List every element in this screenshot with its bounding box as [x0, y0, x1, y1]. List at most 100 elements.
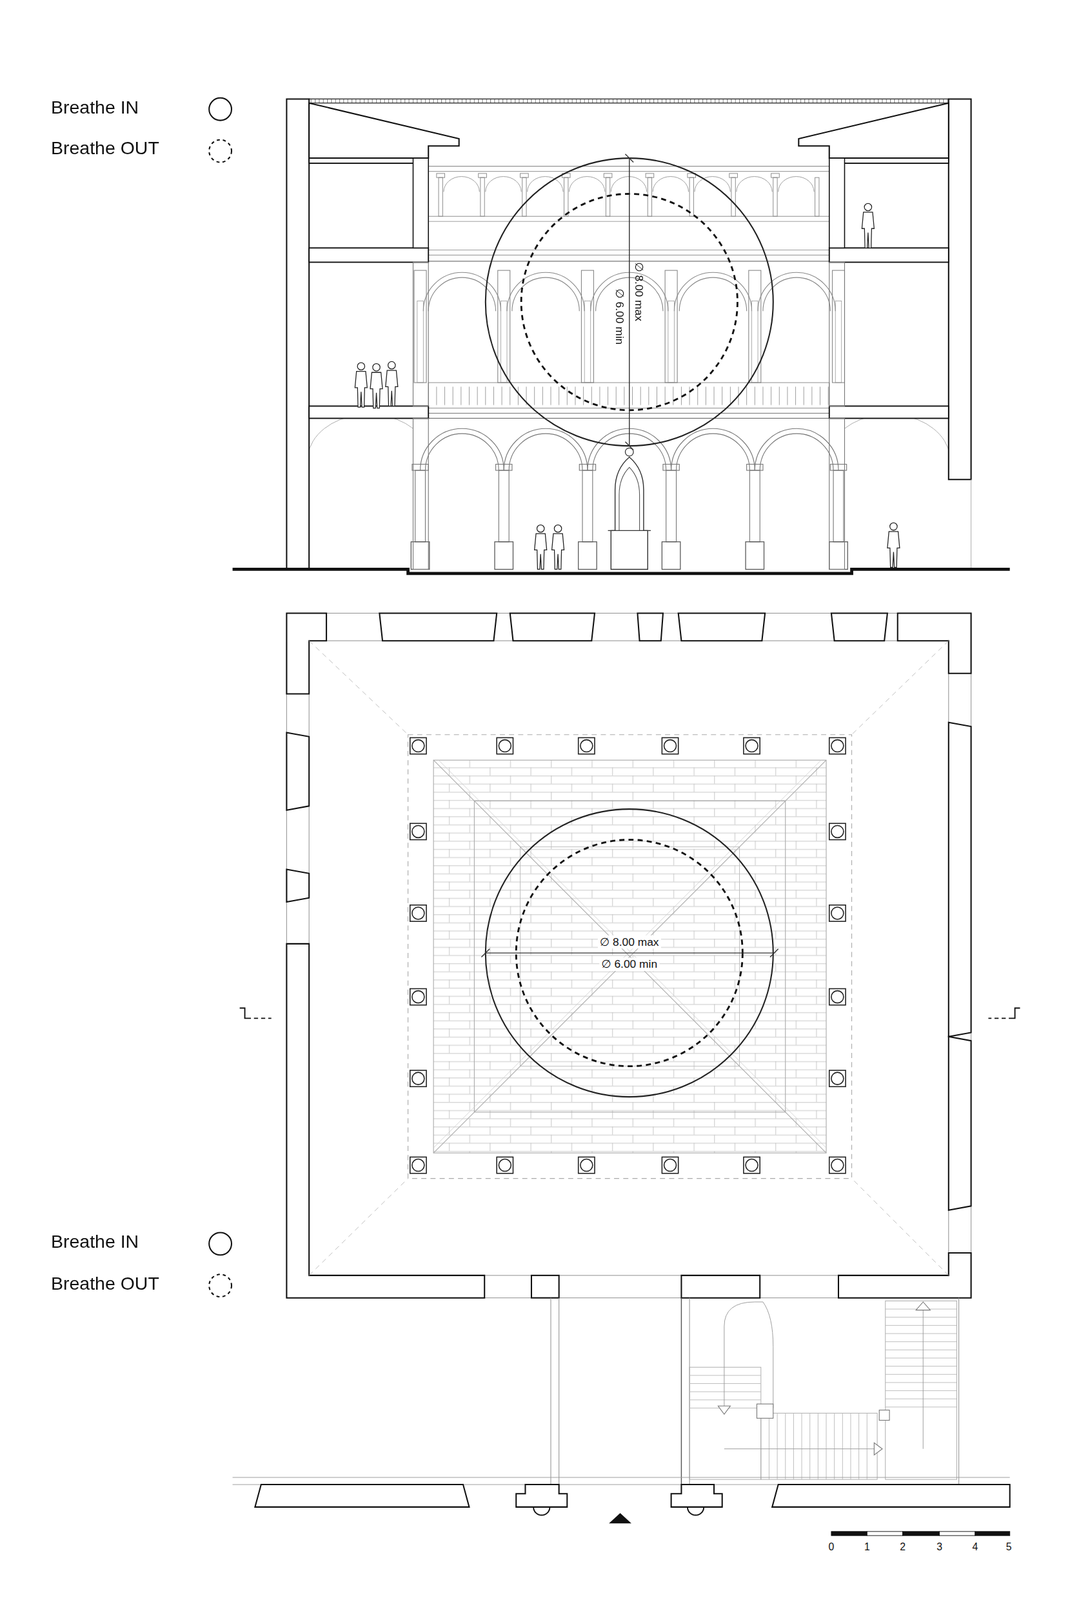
plan-walls	[286, 612, 971, 1298]
section-courtyard-elevation	[414, 270, 427, 383]
section-courtyard-elevation	[578, 464, 597, 570]
people-figures	[370, 363, 383, 409]
section-courtyard-elevation	[520, 173, 564, 217]
section-courtyard-elevation	[428, 165, 830, 167]
plan-courtyard	[433, 759, 827, 1153]
section-cut-building	[286, 98, 309, 569]
scale-bar	[866, 1531, 903, 1536]
section-cut-building	[308, 98, 949, 103]
section-courtyard-elevation	[664, 270, 678, 383]
plan-courtyard	[829, 904, 846, 922]
section-courtyard-elevation	[771, 173, 814, 217]
plan-courtyard	[743, 1156, 760, 1173]
entrance-and-stairs	[533, 1506, 550, 1516]
section-cut-building	[829, 158, 845, 248]
section-cut-building	[232, 98, 1011, 573]
plan-courtyard	[410, 988, 427, 1005]
legend-symbols	[208, 139, 232, 163]
entrance-and-stairs	[689, 1366, 762, 1479]
section-courtyard-elevation	[581, 270, 594, 383]
dimension-label: ∅ 6.00 min	[613, 288, 627, 346]
people-figures	[861, 203, 874, 248]
plan-courtyard	[829, 1156, 846, 1173]
section-cut-markers	[1008, 1008, 1020, 1019]
entrance-and-stairs	[254, 1484, 469, 1507]
section-courtyard-elevation	[748, 270, 762, 383]
people-figures	[354, 203, 900, 569]
entrance-and-stairs	[724, 1301, 923, 1449]
section-cut-building	[413, 417, 429, 569]
section-cut-building	[308, 103, 459, 159]
section-courtyard-elevation	[436, 173, 480, 217]
section-cut-building	[308, 247, 429, 262]
plan-walls	[286, 612, 971, 1298]
section-courtyard-elevation	[661, 464, 680, 570]
people-figures	[534, 525, 547, 570]
entrance-and-stairs	[756, 1403, 773, 1418]
scale-bar	[975, 1531, 1011, 1536]
legend-text: Breathe OUT	[50, 1273, 160, 1295]
breathe-circle-plan	[770, 948, 779, 958]
breathe-circle-section	[624, 154, 634, 163]
entrance-and-stairs	[687, 1506, 704, 1516]
fountain	[608, 530, 651, 531]
plan-courtyard	[829, 988, 846, 1005]
section-cut-markers	[239, 1008, 251, 1019]
section-courtyard-elevation	[428, 221, 830, 250]
people-figures	[552, 525, 565, 570]
section-cut-building	[232, 568, 1011, 573]
entrance-and-stairs	[761, 1412, 878, 1479]
plan-walls	[308, 640, 949, 1276]
section-cut-building	[413, 261, 429, 406]
breathe-circle-plan	[481, 808, 778, 1097]
section-courtyard-elevation	[428, 412, 830, 414]
scale-number: 2	[897, 1540, 908, 1552]
entrance-and-stairs	[689, 1375, 762, 1408]
section-cut-building	[829, 247, 949, 262]
plan-courtyard	[743, 737, 760, 754]
section-courtyard-elevation	[410, 464, 429, 570]
scale-bar	[939, 1531, 976, 1536]
section-courtyard-elevation	[494, 464, 513, 570]
plan-courtyard	[308, 1178, 408, 1276]
plan-walls	[948, 722, 972, 1037]
plan-courtyard	[410, 904, 427, 922]
people-figures	[385, 361, 398, 406]
section-courtyard-elevation	[645, 173, 689, 217]
scale-bar	[831, 1531, 867, 1536]
legend-text: Breathe IN	[50, 1231, 139, 1253]
dimension-label: ∅ 8.00 max	[632, 261, 646, 322]
section-courtyard-elevation	[420, 428, 505, 471]
section-courtyard-elevation	[754, 428, 839, 471]
entrance-and-stairs	[681, 1297, 682, 1485]
fountain	[608, 447, 651, 569]
people-figures	[887, 522, 900, 567]
breathe-circle-section	[624, 441, 634, 451]
plan-courtyard	[433, 759, 827, 1153]
plan-courtyard	[661, 1156, 678, 1173]
scale-number: 3	[934, 1540, 945, 1552]
plan-walls	[637, 612, 664, 641]
plan-courtyard	[496, 737, 513, 754]
entrance-and-stairs	[558, 1297, 560, 1485]
plan-walls	[838, 1252, 972, 1298]
section-cut-markers	[254, 1017, 272, 1019]
breathe-circle-section	[628, 158, 630, 446]
section-cut-markers	[239, 1008, 1021, 1019]
entrance-and-stairs	[232, 1297, 1011, 1524]
section-courtyard-elevation	[428, 170, 830, 172]
section-cut-building	[948, 98, 972, 480]
section-cut-building	[829, 417, 845, 569]
plan-walls	[286, 612, 327, 694]
legend-text: Breathe OUT	[50, 138, 160, 160]
section-cut-markers	[988, 1017, 1006, 1019]
section-courtyard-elevation	[307, 166, 951, 570]
scale-bar	[831, 1531, 1011, 1536]
section-cut-building	[798, 103, 949, 159]
section-courtyard-elevation	[561, 173, 605, 217]
section-courtyard-elevation	[478, 173, 522, 217]
plan-walls	[948, 1036, 972, 1210]
plan-courtyard	[829, 1070, 846, 1087]
plan-courtyard	[433, 759, 822, 1148]
breathe-circle-section	[485, 154, 774, 451]
